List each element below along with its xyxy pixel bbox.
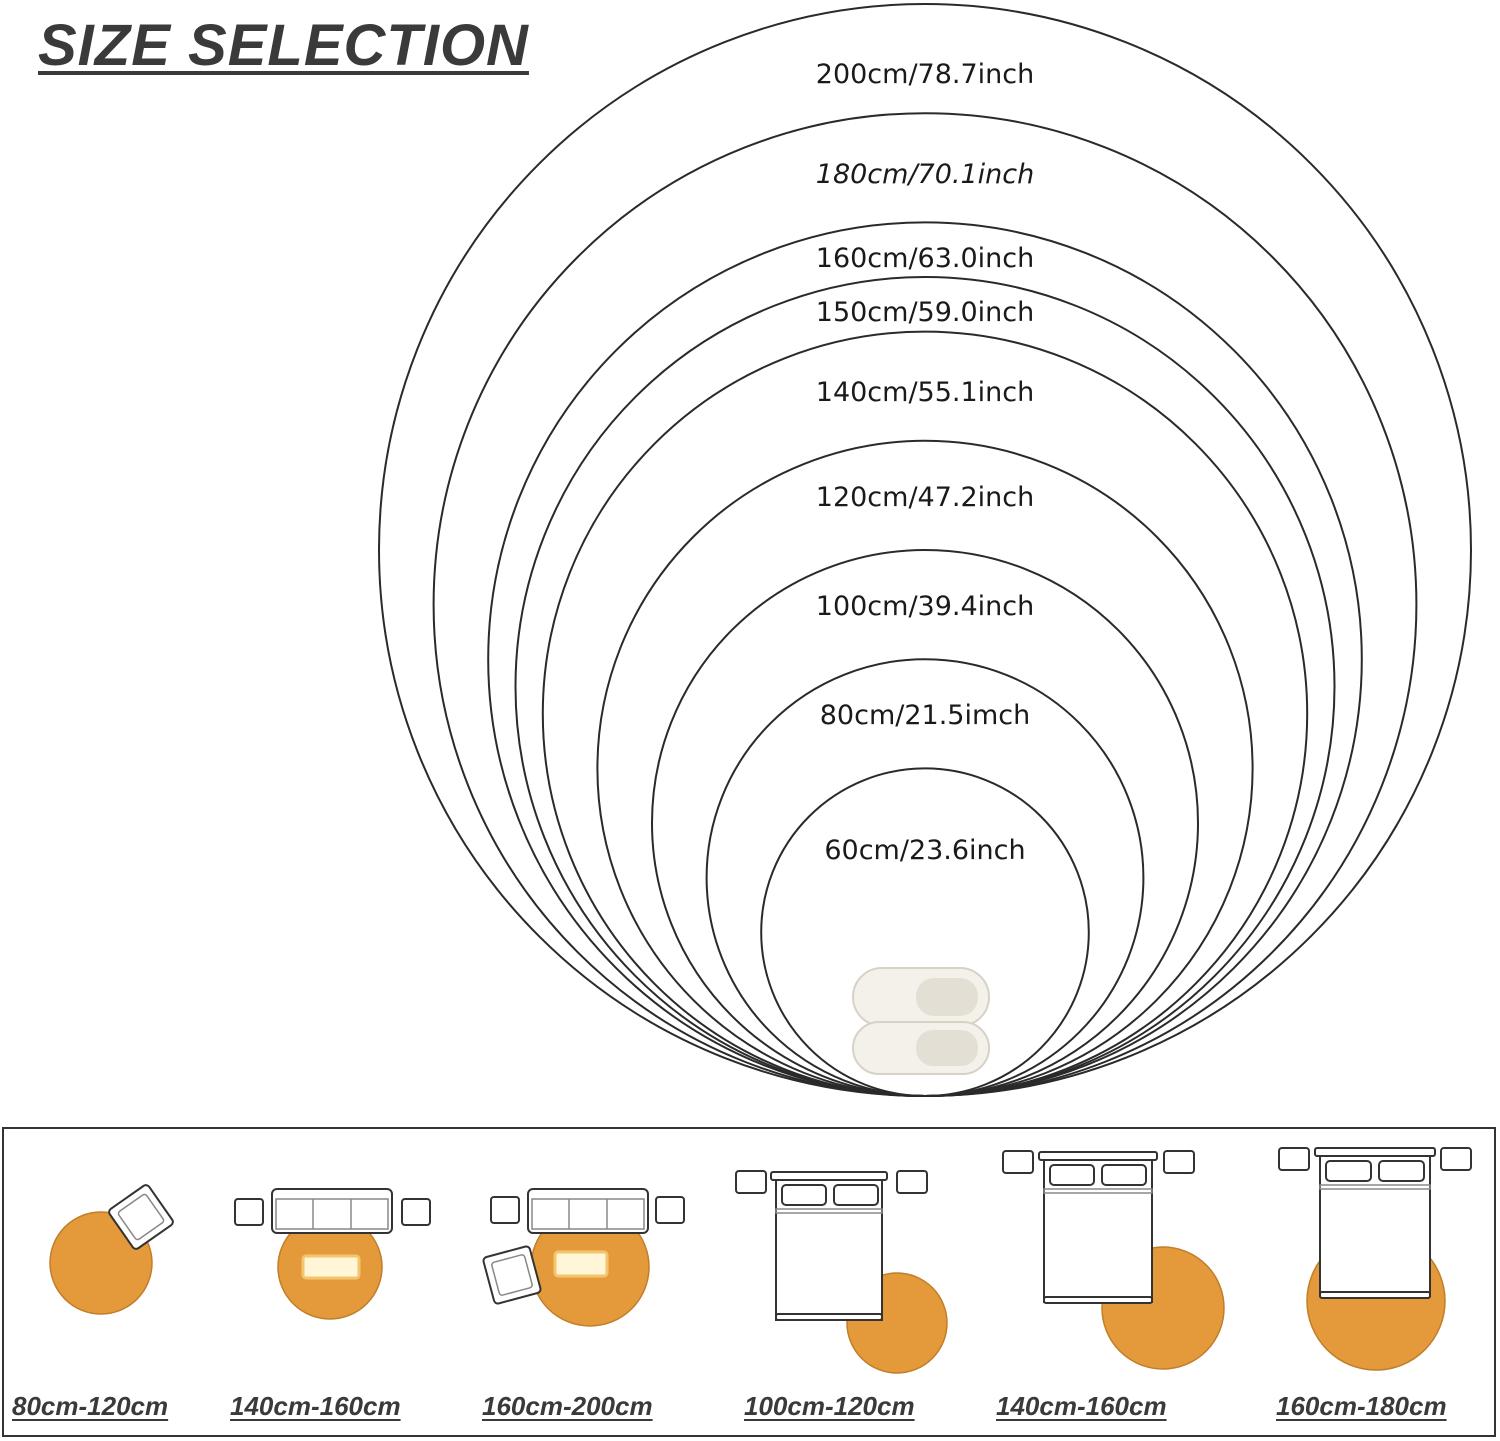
pillow-icon [1101,1164,1147,1186]
placement-sofa-armchair [482,1188,685,1327]
sofa-icon [271,1188,393,1234]
placement-armchair [49,1184,174,1315]
bed-icon [770,1171,888,1321]
placement-label: 100cm-120cm [744,1391,915,1421]
pillow-icon [1049,1164,1095,1186]
size-label: 140cm/55.1inch [816,377,1034,408]
side-table-icon [655,1196,685,1224]
placement-label: 140cm-160cm [230,1391,401,1421]
size-label: 150cm/59.0inch [816,297,1034,328]
sofa-icon [527,1188,649,1234]
side-table-icon [896,1170,928,1194]
side-table-icon [1163,1150,1195,1174]
size-circles-diagram: 200cm/78.7inch 180cm/70.1inch 160cm/63.0in… [378,3,1472,1098]
side-table-icon [1440,1147,1472,1171]
size-label: 180cm/70.1inch [816,159,1034,190]
pillow-icon [1378,1160,1425,1182]
size-label: 80cm/21.5imch [820,700,1030,731]
side-table-icon [1278,1147,1310,1171]
pillow-icon [781,1184,827,1206]
placement-guide-panel: 80cm-120cm 140cm-160cm 160cm-200cm 100cm… [2,1127,1496,1437]
placement-label: 80cm-120cm [12,1391,169,1421]
size-label: 100cm/39.4inch [816,591,1034,622]
side-table-icon [1002,1150,1034,1174]
side-table-icon [234,1198,264,1226]
size-label: 160cm/63.0inch [816,243,1034,274]
pillow-icon [833,1184,879,1206]
placement-illustrations [49,1147,1472,1374]
size-label: 60cm/23.6inch [824,835,1025,866]
placement-bed-large [1278,1147,1472,1371]
placement-bed-small [735,1170,948,1374]
placement-bed-medium [1002,1150,1225,1370]
armchair-icon [482,1245,542,1305]
size-label: 200cm/78.7inch [816,59,1034,90]
side-table-icon [401,1198,431,1226]
pillow-icon [1325,1160,1372,1182]
placement-label: 160cm-180cm [1276,1391,1447,1421]
bed-icon [1314,1147,1436,1299]
armchair-icon [108,1184,174,1250]
size-label: 120cm/47.2inch [816,482,1034,513]
placement-label: 160cm-200cm [482,1391,653,1421]
placement-sofa [234,1188,431,1320]
side-table-icon [490,1196,520,1224]
page-title: SIZE SELECTION [38,13,529,78]
slippers-icon [852,967,990,1075]
placement-label: 140cm-160cm [996,1391,1167,1421]
bed-icon [1038,1151,1158,1304]
size-circle-60cm [760,767,1090,1098]
side-table-icon [735,1170,767,1194]
